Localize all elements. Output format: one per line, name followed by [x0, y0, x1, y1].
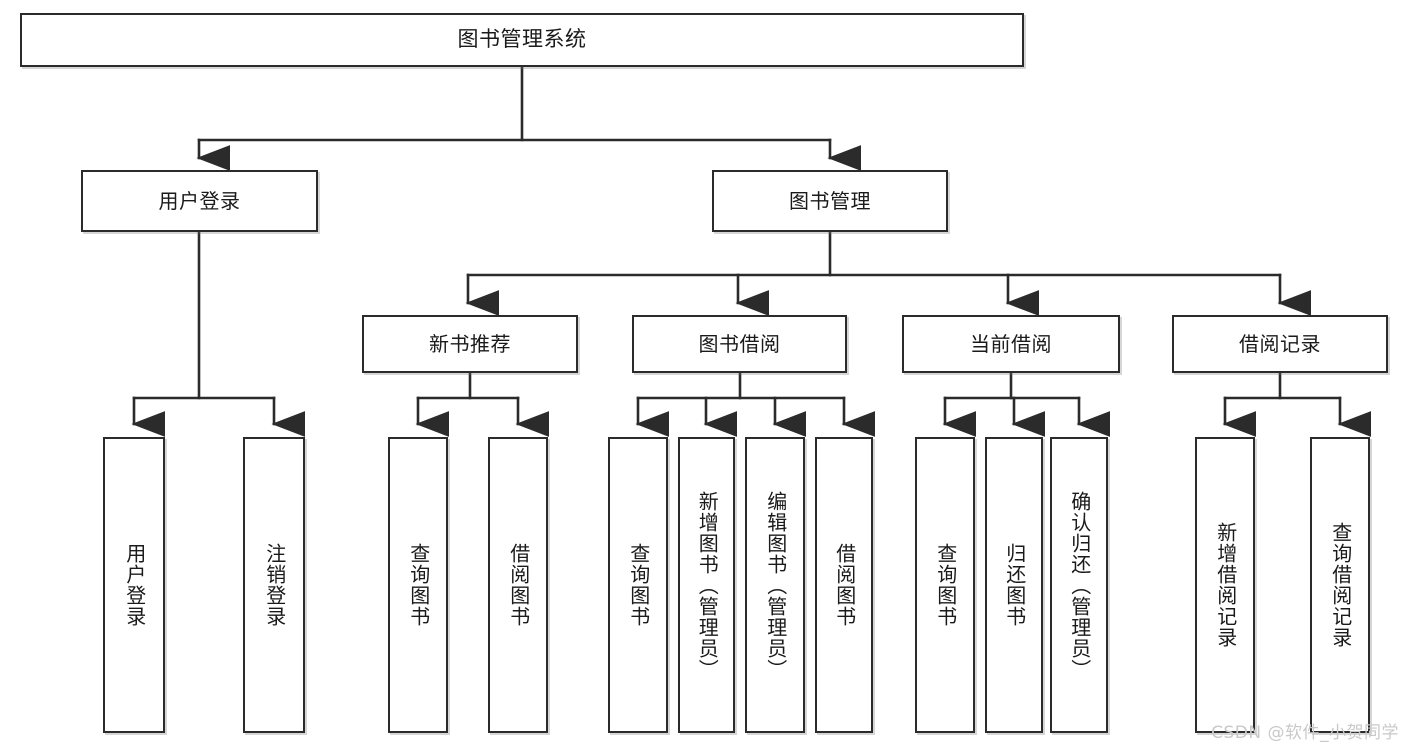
node-leaf-logout-login[interactable]: 注销登录 [243, 437, 305, 733]
node-leaf-query-record-label: 查询借阅记录 [1328, 522, 1353, 648]
node-leaf-confirm-return[interactable]: 确认归还（管理员） [1050, 437, 1108, 733]
node-leaf-user-login[interactable]: 用户登录 [103, 437, 165, 733]
watermark-text: CSDN @软件_小贺同学 [1211, 723, 1399, 743]
node-leaf-confirm-return-label: 确认归还（管理员） [1067, 490, 1092, 680]
node-leaf-query-record[interactable]: 查询借阅记录 [1310, 437, 1370, 733]
node-leaf-borrow-book-2-label: 借阅图书 [832, 543, 857, 627]
node-leaf-borrow-book-1[interactable]: 借阅图书 [488, 437, 548, 733]
node-leaf-borrow-book-2[interactable]: 借阅图书 [815, 437, 873, 733]
node-borrow-record[interactable]: 借阅记录 [1172, 315, 1388, 373]
node-current-borrow-label: 当前借阅 [970, 331, 1052, 356]
node-leaf-query-book-1[interactable]: 查询图书 [388, 437, 448, 733]
node-new-book-recommend[interactable]: 新书推荐 [362, 315, 578, 373]
node-leaf-logout-login-label: 注销登录 [262, 543, 287, 627]
node-book-manage[interactable]: 图书管理 [712, 170, 948, 232]
node-leaf-add-book-label: 新增图书（管理员） [695, 490, 720, 680]
node-leaf-add-book[interactable]: 新增图书（管理员） [678, 437, 735, 733]
node-leaf-query-book-2-label: 查询图书 [626, 543, 651, 627]
node-root[interactable]: 图书管理系统 [20, 13, 1024, 67]
node-new-book-recommend-label: 新书推荐 [429, 331, 511, 356]
node-leaf-return-book-label: 归还图书 [1002, 543, 1027, 627]
node-leaf-edit-book-label: 编辑图书（管理员） [763, 490, 788, 680]
node-leaf-query-book-1-label: 查询图书 [406, 543, 431, 627]
node-book-borrow-label: 图书借阅 [698, 331, 781, 356]
node-leaf-edit-book[interactable]: 编辑图书（管理员） [745, 437, 805, 733]
node-leaf-return-book[interactable]: 归还图书 [985, 437, 1043, 733]
node-leaf-user-login-label: 用户登录 [122, 543, 147, 627]
node-leaf-query-book-3-label: 查询图书 [933, 543, 958, 627]
node-leaf-add-record[interactable]: 新增借阅记录 [1195, 437, 1255, 733]
node-book-manage-label: 图书管理 [789, 188, 871, 213]
node-user-login-label: 用户登录 [158, 188, 241, 213]
node-leaf-borrow-book-1-label: 借阅图书 [506, 543, 531, 627]
node-root-label: 图书管理系统 [457, 27, 587, 52]
node-leaf-query-book-3[interactable]: 查询图书 [915, 437, 975, 733]
node-user-login[interactable]: 用户登录 [81, 170, 318, 232]
node-leaf-query-book-2[interactable]: 查询图书 [608, 437, 668, 733]
node-book-borrow[interactable]: 图书借阅 [632, 315, 847, 373]
node-borrow-record-label: 借阅记录 [1239, 331, 1321, 356]
node-leaf-add-record-label: 新增借阅记录 [1213, 522, 1238, 648]
node-current-borrow[interactable]: 当前借阅 [902, 315, 1120, 373]
